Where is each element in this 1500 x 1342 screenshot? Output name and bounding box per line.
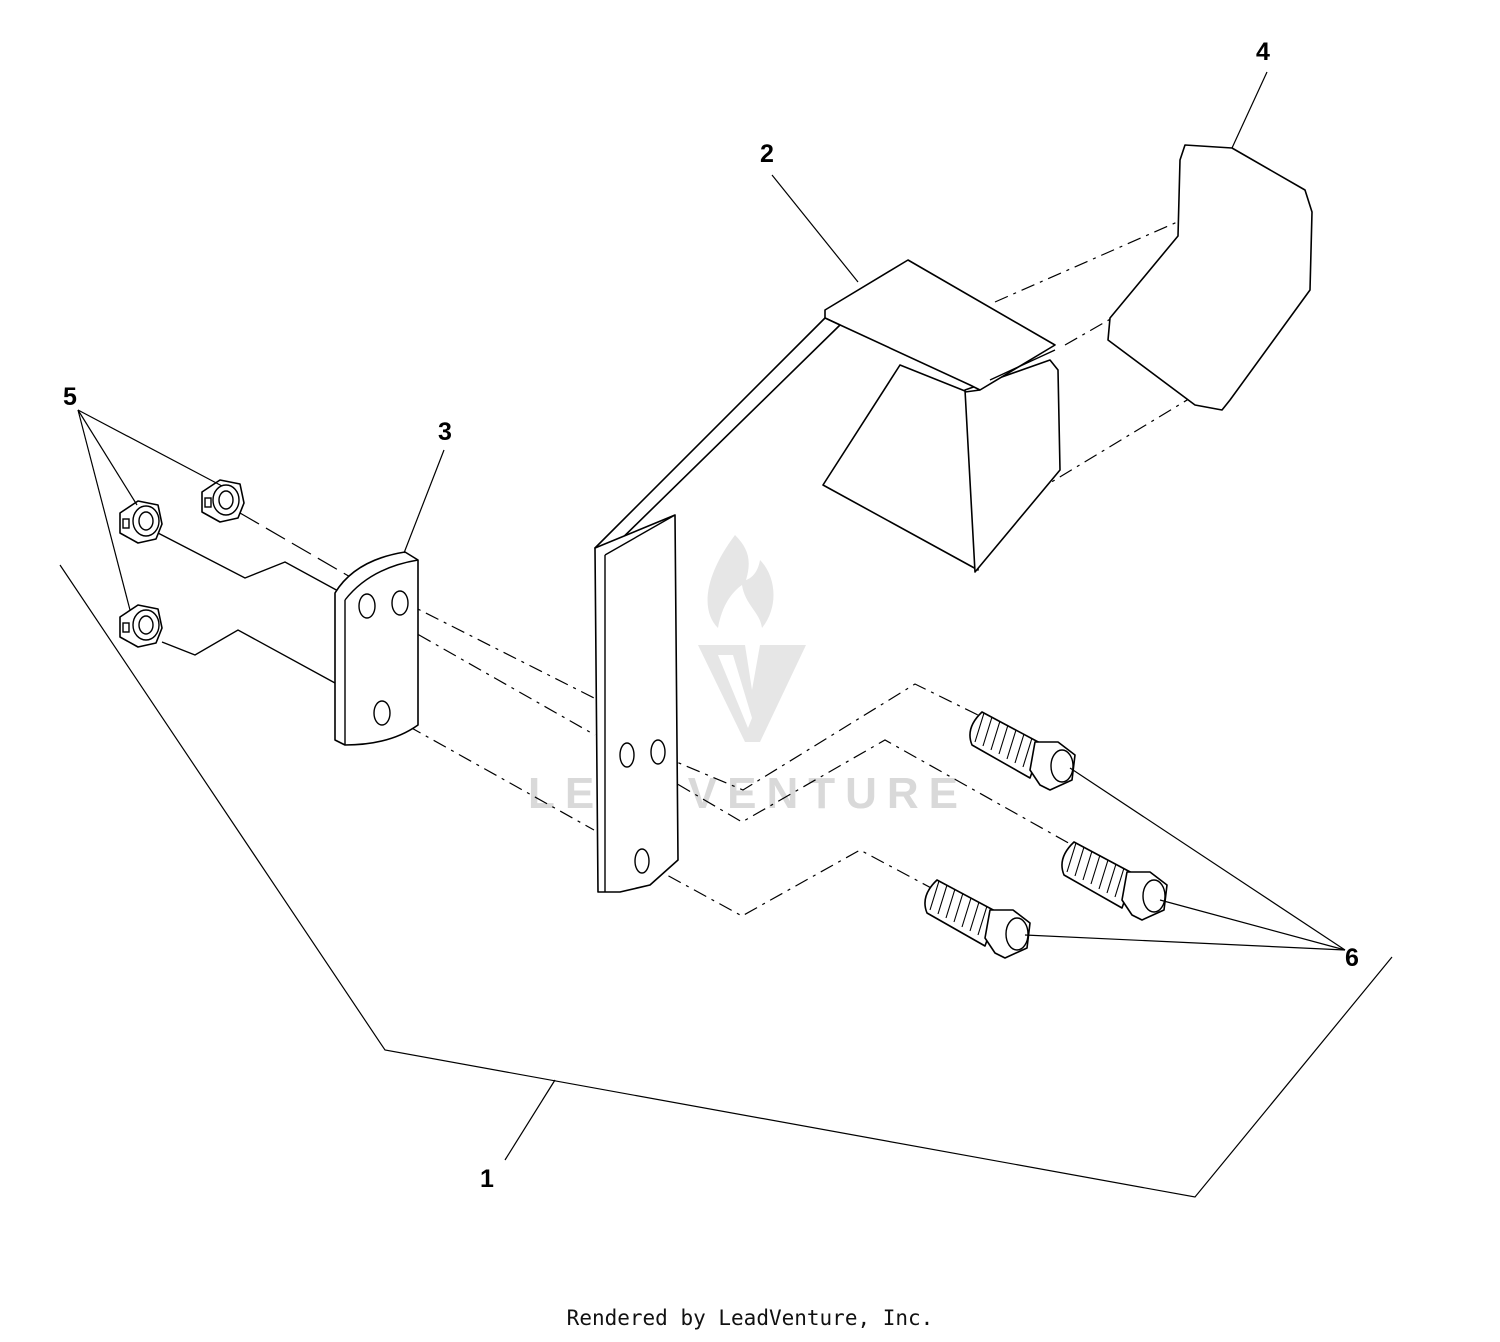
part-4-cap — [1107, 144, 1313, 411]
callout-4: 4 — [1256, 38, 1270, 66]
nut-1 — [201, 479, 245, 523]
part-2-guard — [822, 259, 1061, 573]
leader-lines — [59, 71, 1393, 1198]
bolt-1 — [969, 711, 1076, 791]
callout-6: 6 — [1345, 944, 1359, 972]
plate-hole-1 — [358, 593, 376, 619]
part-6-bolts — [924, 711, 1168, 959]
footer-credit: Rendered by LeadVenture, Inc. — [566, 1306, 934, 1330]
part-1-bracket — [594, 317, 841, 893]
callout-3: 3 — [438, 418, 452, 446]
bracket-hole-2 — [650, 739, 666, 765]
bracket-hole-1 — [619, 742, 635, 768]
bolt-3 — [924, 879, 1031, 959]
watermark-text: LEADVENTURE — [528, 769, 968, 818]
nut-2 — [119, 500, 163, 544]
callout-1: 1 — [480, 1165, 494, 1193]
bolt-2 — [1061, 841, 1168, 921]
plate-hole-2 — [391, 590, 409, 616]
nut-3 — [119, 604, 163, 648]
callout-5: 5 — [63, 383, 77, 411]
watermark: LEADVENTURE — [528, 535, 968, 818]
watermark-v-icon — [698, 645, 806, 742]
part-3-plate — [334, 551, 419, 746]
callouts: 4 2 3 5 6 1 — [63, 38, 1359, 1193]
bracket-hole-3 — [634, 848, 650, 874]
watermark-flame-icon — [707, 535, 774, 628]
part-5-nuts — [119, 479, 245, 648]
plate-hole-3 — [373, 700, 391, 726]
callout-2: 2 — [760, 140, 774, 168]
